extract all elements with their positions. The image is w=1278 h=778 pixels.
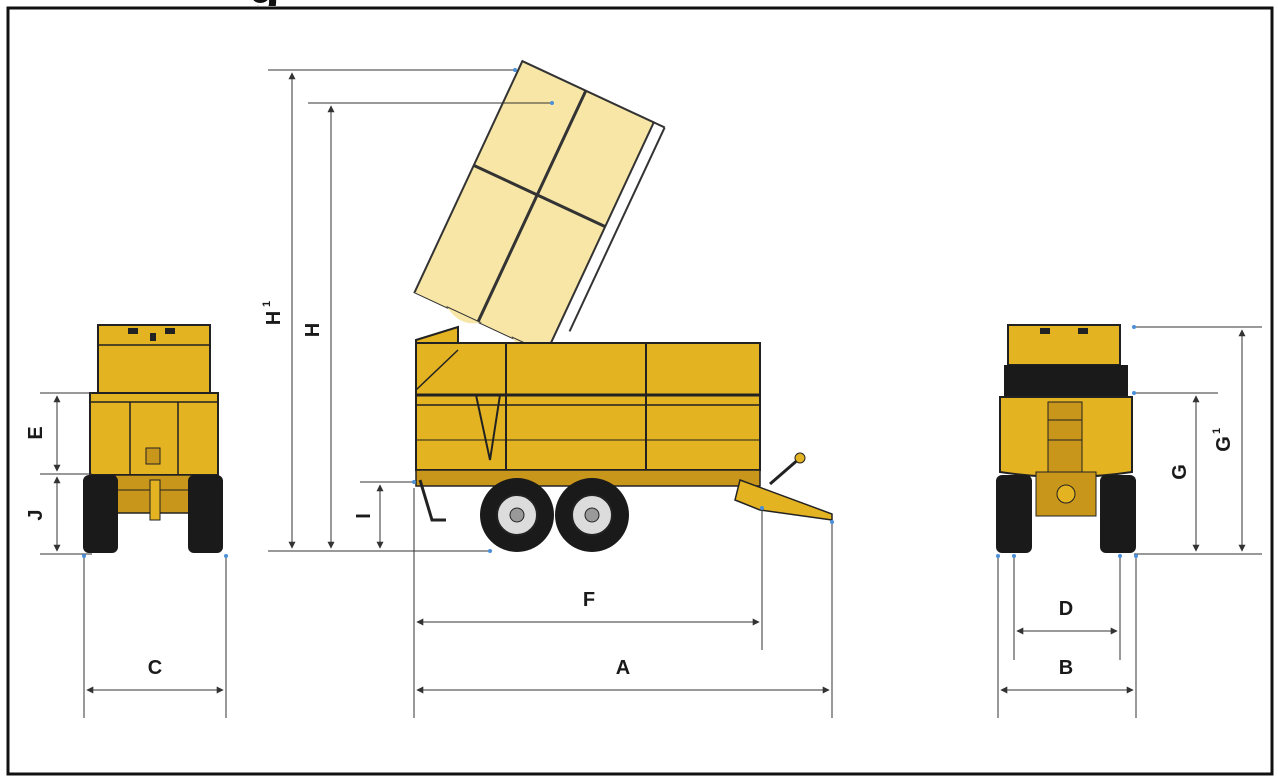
label-g1: G 1: [1211, 428, 1235, 452]
marker: [1134, 554, 1138, 558]
marker: [1118, 554, 1122, 558]
title-fragment: g: [248, 0, 280, 6]
marker: [82, 554, 86, 558]
marker: [412, 480, 416, 484]
label-h1: H 1: [261, 301, 285, 325]
label-i: I: [353, 513, 375, 519]
front-view: [996, 324, 1136, 553]
marker: [760, 506, 764, 510]
measurement-markers: [82, 68, 1138, 558]
label-g1-base: G: [1213, 436, 1235, 452]
label-f: F: [583, 589, 595, 611]
label-g1-sup: 1: [1211, 428, 1223, 434]
label-h1-sup: 1: [261, 301, 273, 307]
side-view: [413, 59, 833, 552]
rear-view: [83, 324, 223, 553]
label-g: G: [1169, 464, 1191, 480]
dimension-lines: [40, 69, 1262, 718]
label-e: E: [25, 426, 47, 439]
marker: [1132, 325, 1136, 329]
border: [6, 6, 1274, 776]
label-h: H: [302, 323, 324, 337]
marker: [996, 554, 1000, 558]
label-d: D: [1059, 598, 1073, 620]
label-a: A: [616, 657, 630, 679]
label-b: B: [1059, 657, 1073, 679]
marker: [513, 68, 517, 72]
marker: [830, 520, 834, 524]
marker: [550, 101, 554, 105]
label-h1-base: H: [263, 311, 285, 325]
label-j: J: [25, 509, 47, 520]
marker: [1132, 391, 1136, 395]
label-c: C: [148, 657, 162, 679]
marker: [1012, 554, 1016, 558]
marker: [488, 549, 492, 553]
marker: [224, 554, 228, 558]
